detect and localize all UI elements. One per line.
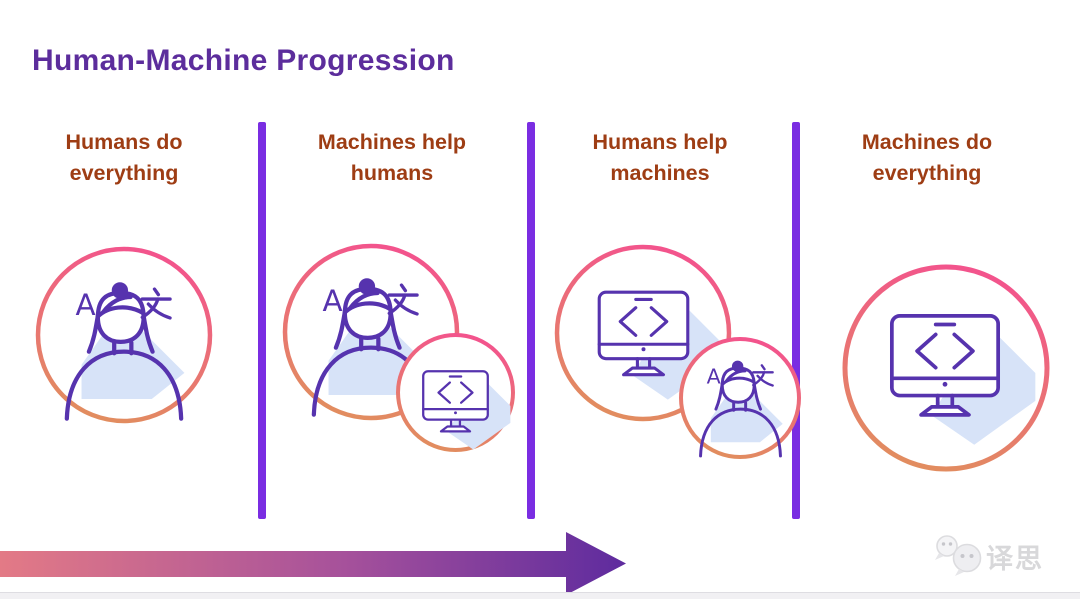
column-divider [792, 122, 800, 519]
stage-label-machines-do-everything: Machines do everything [861, 130, 993, 185]
human-translator-icon [35, 246, 213, 424]
stage-label-humans-help-machines: Humans help machines [592, 130, 728, 185]
progression-arrow [0, 532, 626, 595]
stage-label-humans-do-everything: Humans do everything [65, 130, 183, 185]
column-divider [258, 122, 266, 519]
column-divider [527, 122, 535, 519]
machine-code-icon [842, 264, 1050, 472]
human-translator-with-machine-icon [282, 243, 515, 452]
machine-with-human-translator-icon [554, 244, 801, 459]
chat-bubbles-logo-icon [935, 535, 982, 576]
watermark-text: 译思 [986, 544, 1044, 574]
bottom-edge-strip [0, 592, 1080, 599]
stage-label-machines-help-humans: Machines help humans [317, 130, 467, 185]
slide-title: Human-Machine Progression [32, 44, 455, 77]
